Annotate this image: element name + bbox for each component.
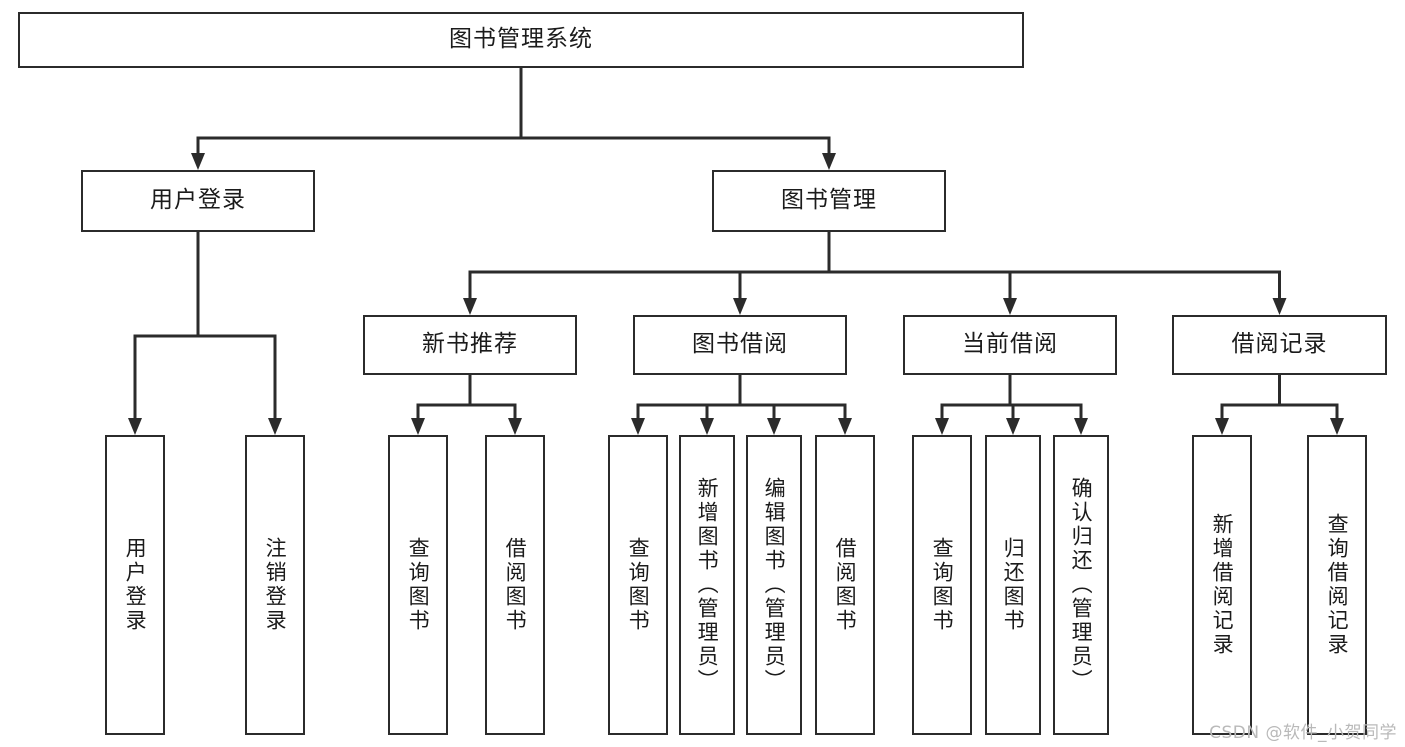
node-records[interactable]: 借阅记录 <box>1172 315 1387 375</box>
arrow-head <box>1003 298 1017 315</box>
arrow-head <box>631 418 645 435</box>
node-label: 确认归还（管理员） <box>1069 477 1094 693</box>
node-label: 查询借阅记录 <box>1325 513 1350 657</box>
node-label: 查询图书 <box>406 537 431 633</box>
node-label: 查询图书 <box>930 537 955 633</box>
node-bookmgmt[interactable]: 图书管理 <box>712 170 946 232</box>
node-leaf-current-return[interactable]: 归还图书 <box>985 435 1041 735</box>
node-label: 编辑图书（管理员） <box>762 477 787 693</box>
node-leaf-borrow-add[interactable]: 新增图书（管理员） <box>679 435 735 735</box>
arrow-head <box>1215 418 1229 435</box>
node-label: 用户登录 <box>123 537 148 633</box>
node-label: 查询图书 <box>626 537 651 633</box>
node-root[interactable]: 图书管理系统 <box>18 12 1024 68</box>
arrow-head <box>767 418 781 435</box>
node-leaf-record-query[interactable]: 查询借阅记录 <box>1307 435 1367 735</box>
node-borrow[interactable]: 图书借阅 <box>633 315 847 375</box>
node-label: 借阅图书 <box>503 537 528 633</box>
node-current[interactable]: 当前借阅 <box>903 315 1117 375</box>
node-newbook[interactable]: 新书推荐 <box>363 315 577 375</box>
node-leaf-new-query[interactable]: 查询图书 <box>388 435 448 735</box>
arrow-head <box>1074 418 1088 435</box>
arrow-head <box>838 418 852 435</box>
node-leaf-new-borrow[interactable]: 借阅图书 <box>485 435 545 735</box>
node-label: 当前借阅 <box>962 331 1058 358</box>
node-label: 图书管理系统 <box>449 26 593 53</box>
node-label: 借阅图书 <box>833 537 858 633</box>
node-login[interactable]: 用户登录 <box>81 170 315 232</box>
node-label: 借阅记录 <box>1231 331 1328 358</box>
node-label: 图书管理 <box>781 187 877 214</box>
arrow-head <box>700 418 714 435</box>
arrow-head <box>1006 418 1020 435</box>
node-leaf-borrow-lend[interactable]: 借阅图书 <box>815 435 875 735</box>
arrow-head <box>1330 418 1344 435</box>
arrow-head <box>935 418 949 435</box>
node-leaf-borrow-query[interactable]: 查询图书 <box>608 435 668 735</box>
node-label: 用户登录 <box>150 187 246 214</box>
node-label: 图书借阅 <box>692 331 788 358</box>
node-label: 新增图书（管理员） <box>695 477 720 693</box>
arrow-head <box>191 153 205 170</box>
arrow-head <box>508 418 522 435</box>
node-label: 归还图书 <box>1001 537 1026 633</box>
node-label: 新书推荐 <box>422 331 518 358</box>
node-label: 注销登录 <box>263 537 288 633</box>
node-leaf-user-logout[interactable]: 注销登录 <box>245 435 305 735</box>
arrow-head <box>1272 298 1287 315</box>
arrow-head <box>733 298 747 315</box>
arrow-head <box>128 418 142 435</box>
node-label: 新增借阅记录 <box>1210 513 1235 657</box>
arrow-head <box>463 298 477 315</box>
arrow-head <box>411 418 425 435</box>
node-leaf-current-confirm[interactable]: 确认归还（管理员） <box>1053 435 1109 735</box>
arrow-head <box>822 153 836 170</box>
node-leaf-current-query[interactable]: 查询图书 <box>912 435 972 735</box>
node-leaf-borrow-edit[interactable]: 编辑图书（管理员） <box>746 435 802 735</box>
arrow-head <box>268 418 282 435</box>
node-leaf-record-add[interactable]: 新增借阅记录 <box>1192 435 1252 735</box>
node-leaf-user-login[interactable]: 用户登录 <box>105 435 165 735</box>
